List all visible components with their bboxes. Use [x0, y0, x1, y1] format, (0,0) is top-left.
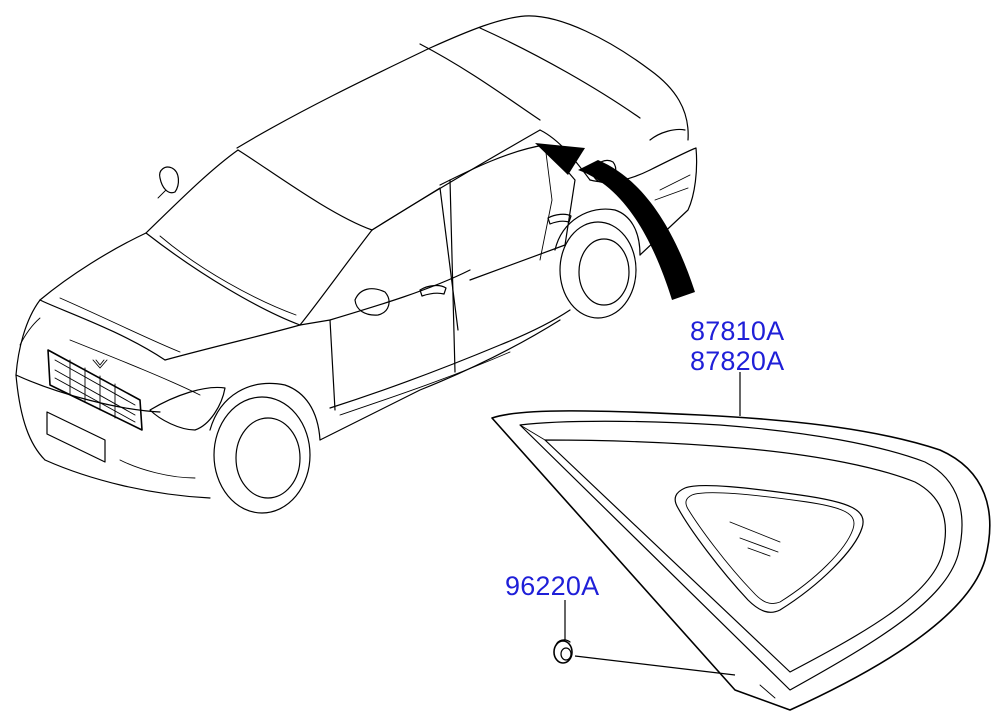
- part-label-87820A[interactable]: 87820A: [690, 346, 784, 376]
- location-arrow-icon: [578, 160, 695, 300]
- part-label-87810A[interactable]: 87810A: [690, 316, 784, 346]
- sedan-illustration: [15, 15, 698, 514]
- quarter-window-highlight: [535, 143, 585, 175]
- part-label-96220A[interactable]: 96220A: [505, 571, 599, 601]
- grommet-clip-icon: [553, 639, 573, 664]
- quarter-window-glass-icon: [491, 410, 991, 711]
- grommet-to-glass-line: [574, 655, 736, 676]
